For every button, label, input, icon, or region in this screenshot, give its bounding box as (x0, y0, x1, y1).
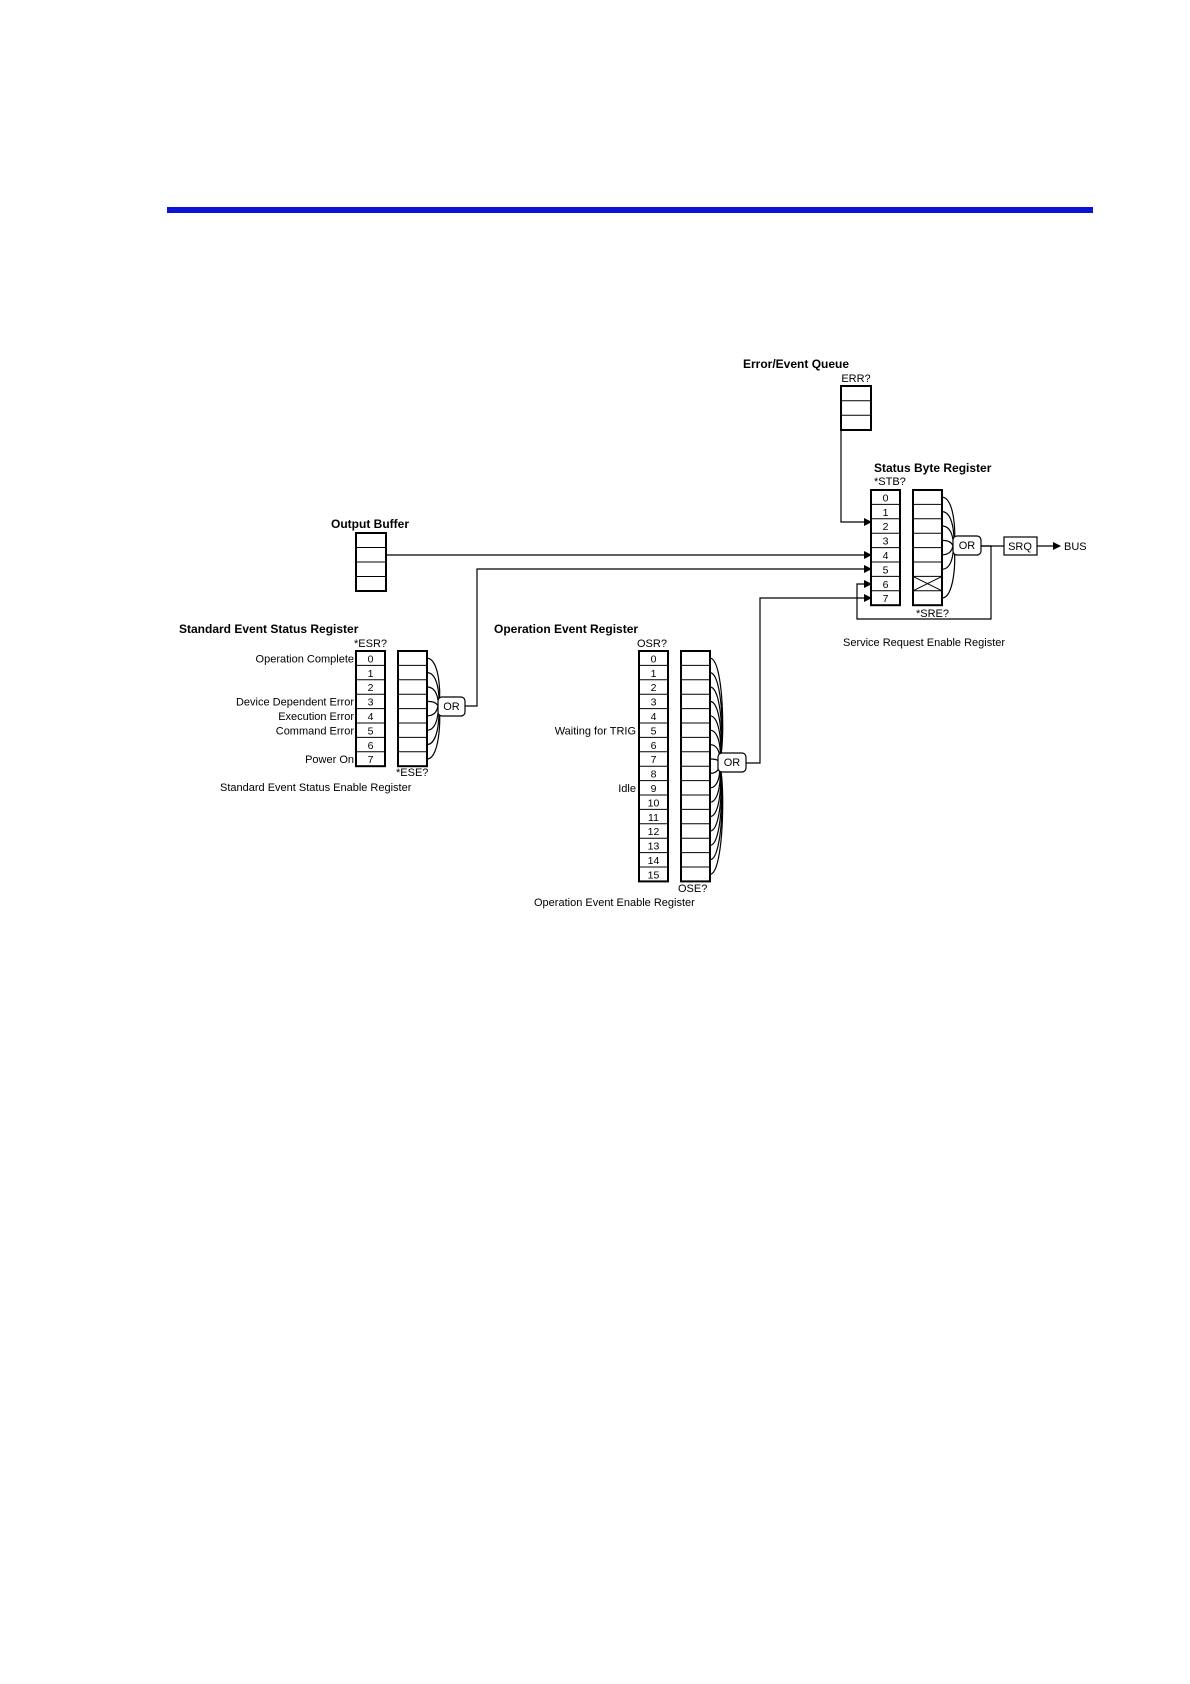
bit-number: 12 (648, 826, 660, 838)
bit-number: 6 (883, 579, 889, 591)
connection-lines (386, 430, 1061, 764)
bit-number: 5 (368, 725, 374, 737)
bit-number: 14 (648, 855, 660, 867)
osr-title: Operation Event Register (494, 622, 638, 636)
error-queue-query: ERR? (841, 373, 870, 385)
bit-label: Command Error (276, 725, 355, 737)
bit-number: 1 (651, 668, 657, 680)
standard-event-status-register: Standard Event Status Register *ESR? 0 Op… (179, 622, 466, 794)
bit-number: 3 (651, 697, 657, 709)
ese-title: Standard Event Status Enable Register (220, 782, 412, 794)
bit-number: 7 (368, 754, 374, 766)
bit-number: 15 (648, 869, 660, 881)
stb-or-label: OR (959, 540, 976, 552)
bit-number: 3 (368, 697, 374, 709)
bit-number: 11 (648, 812, 659, 824)
bit-number: 5 (651, 725, 657, 737)
wire-error-queue-to-bit2 (840, 430, 872, 526)
bit-number: 13 (648, 841, 660, 853)
bit-number: 2 (651, 682, 657, 694)
bit-number: 5 (883, 564, 889, 576)
bit-number: 4 (883, 550, 889, 562)
bit-label: Execution Error (278, 711, 354, 723)
bit-number: 8 (651, 769, 657, 781)
ese-query: *ESE? (396, 767, 428, 779)
bit-number: 6 (651, 740, 657, 752)
bit-label: Operation Complete (256, 653, 354, 665)
osr-or-label: OR (724, 757, 741, 769)
bit-number: 1 (883, 507, 889, 519)
bit-number: 0 (651, 653, 657, 665)
error-queue-box (840, 385, 872, 431)
bit-label: Device Dependent Error (236, 697, 354, 709)
ose-title: Operation Event Enable Register (534, 897, 695, 909)
bit-number: 0 (368, 653, 374, 665)
bit-number: 2 (368, 682, 374, 694)
wire-osr-or-to-bit7 (746, 594, 872, 764)
wire-esr-or-to-bit5 (465, 565, 872, 707)
status-byte-register: Status Byte Register *STB? 0 1 2 3 4 5 6 7 *SRE… (843, 461, 1087, 649)
bus-label: BUS (1064, 541, 1087, 553)
bit-number: 10 (648, 797, 660, 809)
esr-or-label: OR (443, 701, 460, 713)
osr-query: OSR? (637, 638, 667, 650)
bit-number: 7 (651, 754, 657, 766)
bit-number: 9 (651, 783, 657, 795)
bit-number: 3 (883, 536, 889, 548)
bit-number: 1 (368, 668, 374, 680)
sre-title: Service Request Enable Register (843, 637, 1005, 649)
output-buffer: Output Buffer (331, 517, 409, 592)
sre-query: *SRE? (916, 608, 949, 620)
output-buffer-title: Output Buffer (331, 517, 409, 531)
error-event-queue: Error/Event Queue ERR? (743, 357, 872, 431)
bit-label: Waiting for TRIG (555, 725, 636, 737)
status-byte-title: Status Byte Register (874, 461, 992, 475)
esr-query: *ESR? (354, 638, 387, 650)
bit-number: 4 (651, 711, 657, 723)
bit-number: 7 (883, 593, 889, 605)
bit-number: 2 (883, 521, 889, 533)
bit-label: Idle (618, 783, 636, 795)
operation-event-register: Operation Event Register OSR? 012345Wait… (494, 622, 747, 909)
bit-number: 4 (368, 711, 374, 723)
bit-label: Power On (305, 754, 354, 766)
bit-number: 0 (883, 492, 889, 504)
status-byte-query: *STB? (874, 476, 906, 488)
ose-query: OSE? (678, 883, 707, 895)
bit-number: 6 (368, 740, 374, 752)
esr-title: Standard Event Status Register (179, 622, 359, 636)
header-rule (167, 207, 1093, 213)
error-queue-title: Error/Event Queue (743, 357, 849, 371)
srq-label: SRQ (1008, 541, 1032, 553)
